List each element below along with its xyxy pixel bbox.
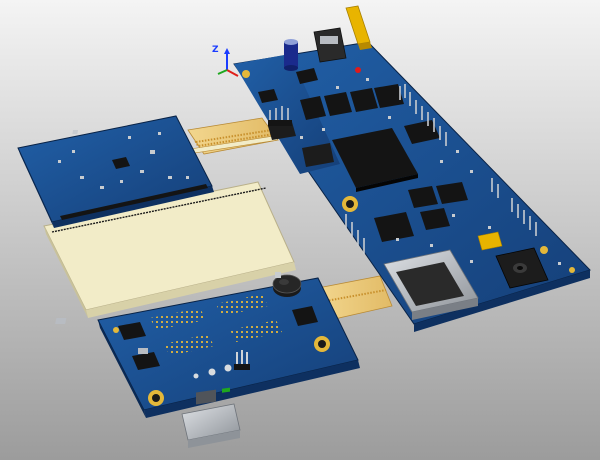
fpga-chip (436, 182, 468, 204)
led (224, 364, 232, 372)
sdram-chip (374, 212, 414, 242)
sd-card-slot (383, 249, 479, 320)
mount-hole (540, 246, 548, 254)
ram-chip-row (300, 84, 404, 120)
passive-components (300, 78, 561, 265)
bottom-board-pad-array (150, 294, 282, 356)
mount-hole (242, 70, 250, 78)
voltage-regulator-2 (132, 352, 160, 370)
left-board-ic (112, 157, 130, 169)
z-axis-arrow (224, 48, 230, 54)
ram-chip (300, 96, 326, 120)
usb-jack (495, 247, 549, 289)
mount-hole (113, 327, 119, 333)
crystal (477, 231, 503, 251)
rf-connector (313, 27, 347, 63)
led (193, 373, 199, 379)
voltage-regulator (118, 322, 146, 340)
rj45-jack (181, 387, 241, 448)
mount-hole (569, 267, 575, 273)
z-axis-label: Z (212, 45, 219, 55)
main-board (233, 5, 591, 332)
header-pins-mid (491, 178, 537, 236)
bottom-board-ic (292, 306, 318, 326)
antenna (345, 5, 372, 50)
ram-chip-secondary (404, 120, 440, 144)
x-axis-line (226, 69, 239, 77)
header-pins-top (399, 84, 447, 146)
ram-chip (350, 88, 378, 112)
ram-chip (324, 92, 352, 116)
electrolytic-capacitor (284, 39, 298, 71)
ram-chip (374, 84, 404, 108)
left-top-board (17, 115, 296, 318)
coin-battery (272, 272, 302, 297)
led (208, 368, 216, 376)
fpga-chip (408, 186, 438, 208)
y-axis-line (217, 69, 228, 75)
bottom-board (55, 272, 360, 448)
fpga-chip (420, 208, 450, 230)
header-pins (234, 350, 250, 370)
flex-cable-right (317, 275, 393, 321)
cpu-chip (332, 128, 418, 188)
axis-triad: Z (212, 45, 239, 77)
